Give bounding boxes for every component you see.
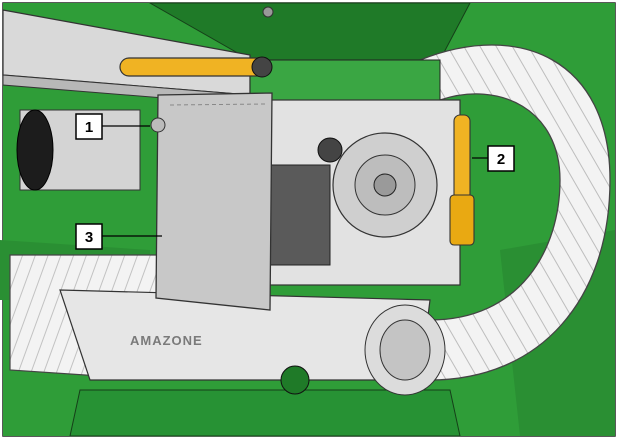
yellow-handle-top (119, 56, 273, 78)
ribbed-hose-right (419, 44, 611, 381)
brand-label: AMAZONE (130, 333, 203, 348)
callout-2: 2 (487, 145, 515, 172)
callout-3-label: 3 (85, 229, 93, 246)
callout-3: 3 (75, 223, 103, 250)
metering-housing (249, 59, 461, 286)
yellow-lever (449, 114, 475, 246)
outlet-funnel: AMAZONE (59, 289, 446, 396)
callout-lines (102, 125, 488, 237)
callout-1-label: 1 (85, 119, 93, 136)
callout-2-label: 2 (497, 151, 505, 168)
cover-flap (150, 92, 273, 311)
callout-1: 1 (75, 113, 103, 140)
